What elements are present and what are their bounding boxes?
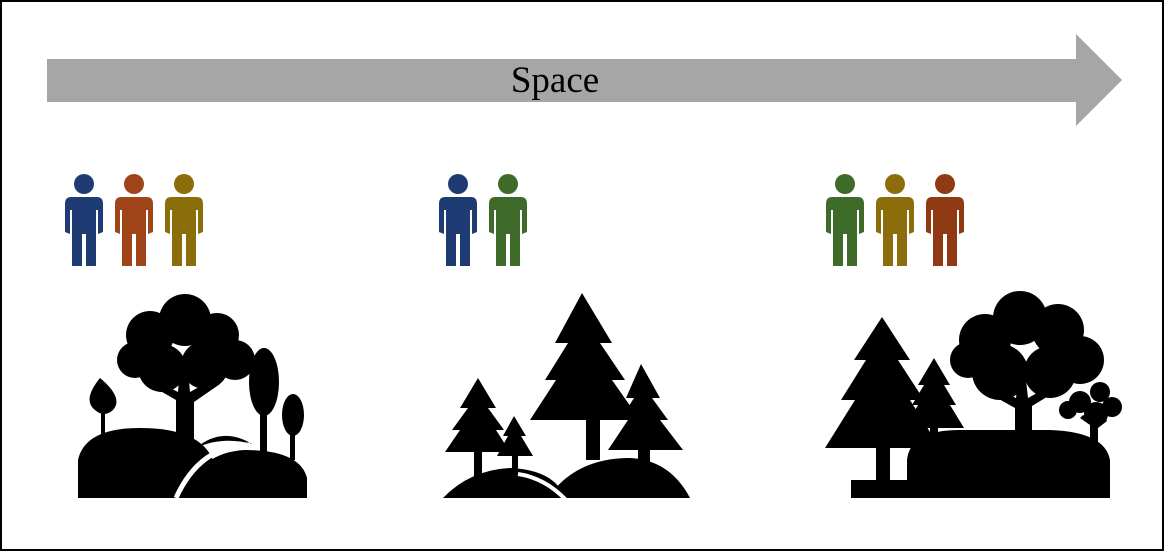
person-icon [826,174,864,266]
arrow-label: Space [511,60,599,101]
mixed-deciduous-forest-icon [78,294,307,500]
people-group-2 [439,174,527,266]
space-arrow: Space [47,34,1122,126]
person-icon [876,174,914,266]
pine-forest-icon [443,293,690,502]
person-icon [926,174,964,266]
person-icon [489,174,527,266]
person-icon [115,174,153,266]
people-group-3 [826,174,964,266]
person-icon [65,174,103,266]
person-icon [165,174,203,266]
person-icon [439,174,477,266]
mixed-pine-and-oak-forest-icon [825,291,1122,498]
people-group-1 [65,174,203,266]
